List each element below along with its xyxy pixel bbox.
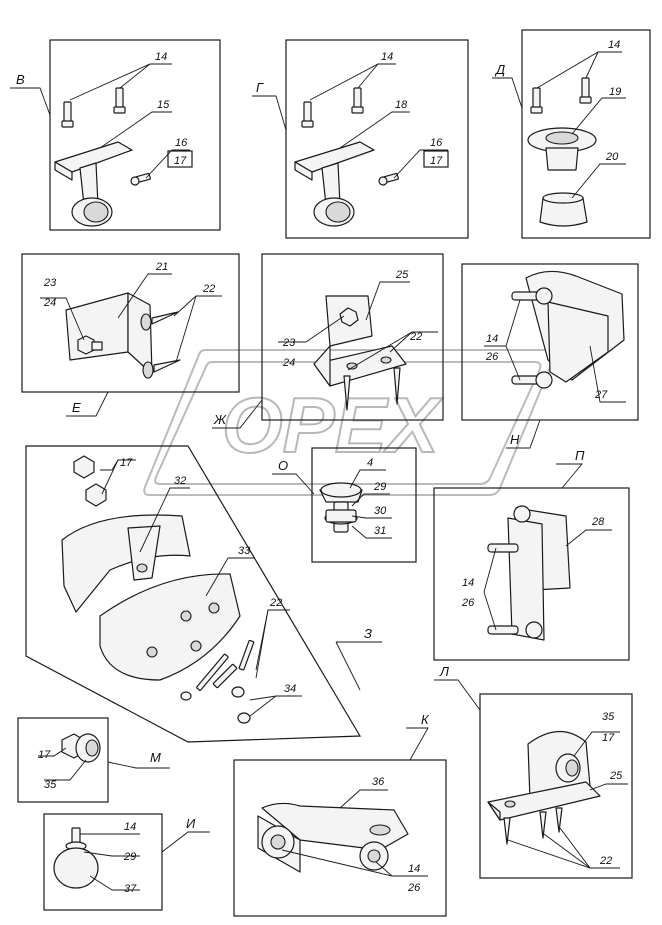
part-label-14-v: 14 <box>155 51 167 63</box>
part-label-24-e: 24 <box>43 297 56 309</box>
part-label-27: 27 <box>594 389 608 401</box>
view-v: В 14 15 16 17 <box>10 39 221 231</box>
part-label-20: 20 <box>605 151 619 163</box>
view-o: О 4 29 30 31 <box>272 447 417 563</box>
part-label-28: 28 <box>591 516 605 528</box>
part-label-37: 37 <box>124 883 137 895</box>
view-label-zh: Ж <box>213 412 227 427</box>
view-n: Н 14 26 27 <box>461 263 639 449</box>
part-label-16-g: 16 <box>430 137 443 149</box>
part-label-19: 19 <box>609 86 621 98</box>
part-label-24-zh: 24 <box>282 357 295 369</box>
view-label-k: К <box>421 712 430 727</box>
view-label-d: Д <box>494 62 505 77</box>
view-zh: Ж 25 22 23 24 <box>212 253 444 429</box>
part-label-25-zh: 25 <box>395 269 409 281</box>
part-label-34: 34 <box>284 683 296 695</box>
part-label-17-g: 17 <box>430 155 443 167</box>
part-label-31: 31 <box>374 525 386 537</box>
view-label-i: И <box>186 816 196 831</box>
view-label-g: Г <box>256 80 264 95</box>
part-label-33: 33 <box>238 545 251 557</box>
part-label-26-k: 26 <box>407 882 421 894</box>
view-m: М 17 35 <box>17 717 170 803</box>
view-e: Е 21 22 23 24 <box>21 253 240 417</box>
view-label-z: З <box>364 626 372 641</box>
view-label-l: Л <box>439 664 449 679</box>
part-label-22-e: 22 <box>202 283 215 295</box>
part-label-29-i: 29 <box>123 851 136 863</box>
view-k: К 36 14 26 <box>233 712 447 917</box>
view-l: Л 35 17 25 22 <box>434 664 633 879</box>
part-label-4: 4 <box>367 457 373 469</box>
watermark-text: OPEX <box>222 381 443 469</box>
part-label-17-l: 17 <box>602 732 615 744</box>
part-label-14-g: 14 <box>381 51 393 63</box>
part-label-32: 32 <box>174 475 186 487</box>
view-z: З 17 32 33 22 34 <box>25 445 382 743</box>
part-label-17-z: 17 <box>120 457 133 469</box>
view-label-o: О <box>278 458 288 473</box>
part-label-18: 18 <box>395 99 408 111</box>
part-label-22-l: 22 <box>599 855 612 867</box>
part-label-35-l: 35 <box>602 711 615 723</box>
part-label-14-n: 14 <box>486 333 498 345</box>
part-label-14-p: 14 <box>462 577 474 589</box>
view-d: Д 14 19 20 <box>492 29 651 239</box>
part-label-17-v: 17 <box>174 155 187 167</box>
view-label-e: Е <box>72 400 81 415</box>
part-label-26-p: 26 <box>461 597 475 609</box>
part-label-14-d: 14 <box>608 39 620 51</box>
view-label-v: В <box>16 72 25 87</box>
part-label-36: 36 <box>372 776 385 788</box>
watermark: OPEX <box>143 349 556 496</box>
part-label-21: 21 <box>155 261 168 273</box>
part-label-16-v: 16 <box>175 137 188 149</box>
part-label-23-zh: 23 <box>282 337 296 349</box>
part-label-26-n: 26 <box>485 351 499 363</box>
part-label-14-k: 14 <box>408 863 420 875</box>
part-label-29-o: 29 <box>373 481 386 493</box>
part-label-17-m: 17 <box>38 749 51 761</box>
part-label-22-z: 22 <box>269 597 282 609</box>
view-label-m: М <box>150 750 161 765</box>
view-g: Г 14 18 16 17 <box>252 39 469 239</box>
part-label-23-e: 23 <box>43 277 57 289</box>
part-label-30: 30 <box>374 505 387 517</box>
part-label-15: 15 <box>157 99 170 111</box>
view-label-p: П <box>575 448 585 463</box>
view-p: П 28 14 26 <box>433 448 630 661</box>
part-label-22-zh: 22 <box>409 331 422 343</box>
view-label-n: Н <box>510 432 520 447</box>
part-label-14-i: 14 <box>124 821 136 833</box>
part-label-35-m: 35 <box>44 779 57 791</box>
view-i: И 14 29 37 <box>43 813 210 911</box>
part-label-25-l: 25 <box>609 770 623 782</box>
